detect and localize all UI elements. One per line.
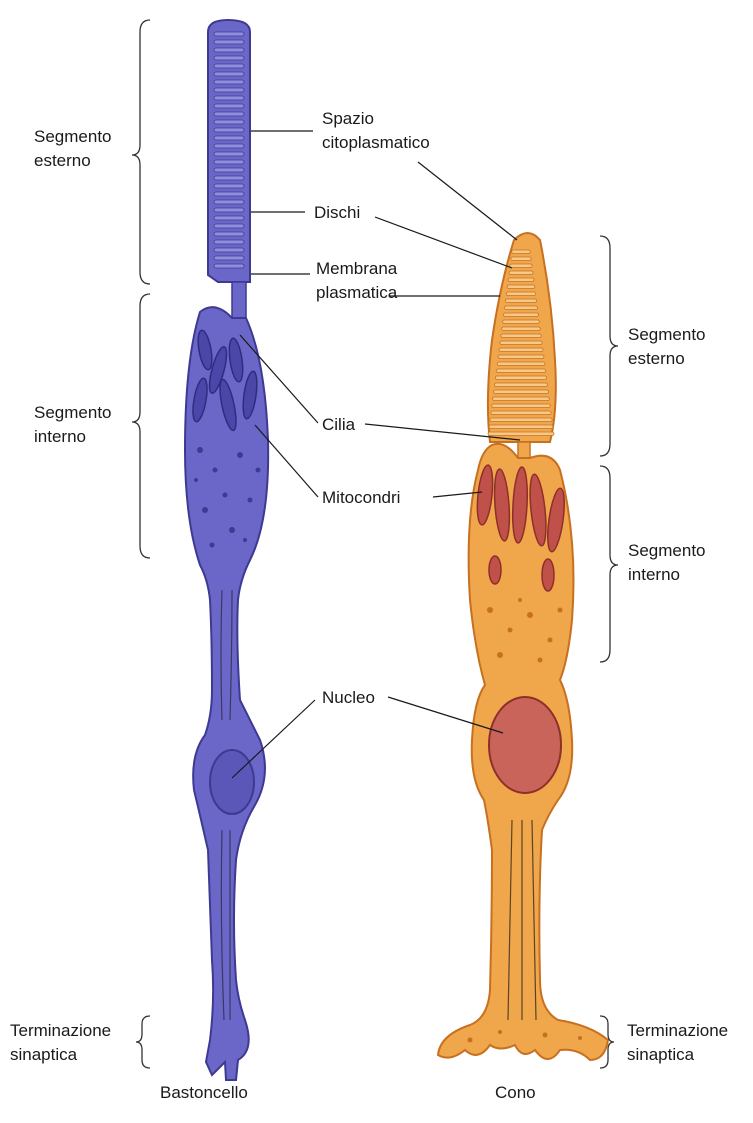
cone-disc xyxy=(501,334,541,338)
brace-cone-inner xyxy=(600,466,618,662)
label-cone-inner: Segmento interno xyxy=(628,541,710,584)
rod-disc xyxy=(214,88,244,92)
rod-disc xyxy=(214,184,244,188)
rod-disc xyxy=(214,64,244,68)
rod-disc xyxy=(214,96,244,100)
cone-disc xyxy=(494,383,547,387)
rod-disc xyxy=(214,40,244,44)
cone-disc xyxy=(499,348,543,352)
label-membrana: Membrana plasmatica xyxy=(316,259,402,302)
label-cone-name: Cono xyxy=(495,1083,536,1102)
rod-disc xyxy=(214,192,244,196)
cone-disc xyxy=(495,376,546,380)
rod-disc xyxy=(214,152,244,156)
rod-disc xyxy=(214,248,244,252)
cone-disc xyxy=(511,257,531,261)
cone-disc xyxy=(512,250,531,254)
cone-disc xyxy=(509,271,533,275)
cone-disc xyxy=(508,278,534,282)
rod-disc xyxy=(214,104,244,108)
cone-disc xyxy=(507,285,535,289)
rod-disc xyxy=(214,56,244,60)
cone-nucleus xyxy=(489,697,561,793)
rod-disc xyxy=(214,80,244,84)
rod-disc xyxy=(214,256,244,260)
rod-disc xyxy=(214,72,244,76)
rod-disc xyxy=(214,144,244,148)
label-cone-outer: Segmento esterno xyxy=(628,325,710,368)
rod-disc xyxy=(214,216,244,220)
brace-rod-synaptic xyxy=(136,1016,150,1068)
rod-disc xyxy=(214,240,244,244)
leader-spazio-cone xyxy=(418,162,517,240)
cone-disc xyxy=(505,299,536,303)
leader-lines xyxy=(232,131,520,778)
rod-disc xyxy=(214,208,244,212)
cone-disc xyxy=(504,313,539,317)
label-rod-name: Bastoncello xyxy=(160,1083,248,1102)
rod-disc xyxy=(214,120,244,124)
cone-disc xyxy=(502,327,541,331)
label-rod-outer: Segmento esterno xyxy=(34,127,116,170)
brace-rod-inner xyxy=(132,294,150,558)
cone-disc xyxy=(496,369,546,373)
label-spazio: Spazio citoplasmatico xyxy=(322,109,430,152)
cone-disc xyxy=(494,390,549,394)
cone-disc xyxy=(497,362,545,366)
label-rod-synaptic: Terminazione sinaptica xyxy=(10,1021,116,1064)
label-rod-inner: Segmento interno xyxy=(34,403,116,446)
brace-rod-outer xyxy=(132,20,150,284)
labels: Segmento esterno Segmento interno Termin… xyxy=(10,109,733,1102)
cone-disc xyxy=(491,411,551,415)
cone-disc xyxy=(490,418,552,422)
label-mitocondri: Mitocondri xyxy=(322,488,400,507)
cone-disc xyxy=(498,355,544,359)
cone-disc xyxy=(500,341,542,345)
rod-cilium xyxy=(232,282,246,318)
cone-disc xyxy=(506,292,536,296)
cone-disc xyxy=(492,404,551,408)
rod-disc xyxy=(214,136,244,140)
label-cone-synaptic: Terminazione sinaptica xyxy=(627,1021,733,1064)
rod-disc xyxy=(214,112,244,116)
rod-disc xyxy=(214,160,244,164)
cone-cilium xyxy=(518,442,530,458)
cone-disc xyxy=(510,264,532,268)
cone-disc xyxy=(504,306,537,310)
rod-disc xyxy=(214,224,244,228)
rod-disc xyxy=(214,32,244,36)
rod-cell xyxy=(185,20,268,1080)
rod-disc xyxy=(214,48,244,52)
rod-disc xyxy=(214,176,244,180)
rod-disc xyxy=(214,264,244,268)
cone-cell xyxy=(438,233,608,1060)
cone-disc xyxy=(488,432,554,436)
rod-disc xyxy=(214,168,244,172)
cone-disc xyxy=(489,425,553,429)
brace-cone-outer xyxy=(600,236,618,456)
cone-disc xyxy=(503,320,540,324)
label-nucleo: Nucleo xyxy=(322,688,375,707)
label-cilia: Cilia xyxy=(322,415,356,434)
rod-disc xyxy=(214,232,244,236)
rod-nucleus xyxy=(210,750,254,814)
label-dischi: Dischi xyxy=(314,203,360,222)
rod-disc xyxy=(214,200,244,204)
cone-disc xyxy=(493,397,550,401)
rod-disc xyxy=(214,128,244,132)
